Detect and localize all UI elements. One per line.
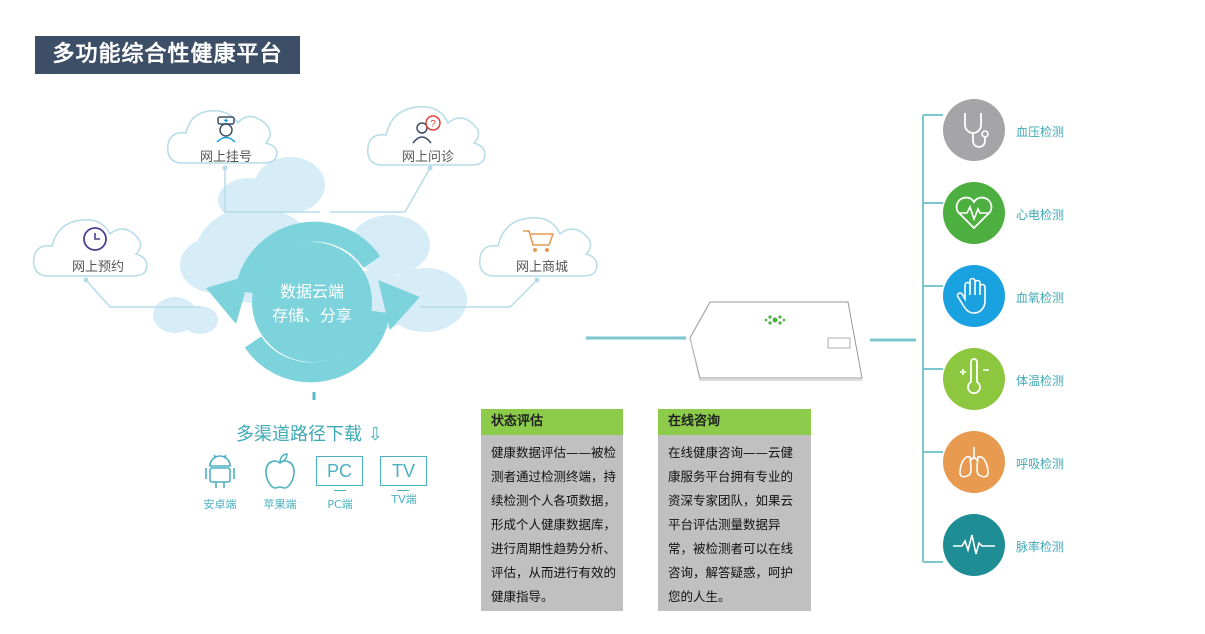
panel-assessment-body: 健康数据评估——被检测者通过检测终端，持续检测个人各项数据，形成个人健康数据库，… bbox=[481, 435, 623, 611]
panel-assessment: 状态评估 健康数据评估——被检测者通过检测终端，持续检测个人各项数据，形成个人健… bbox=[481, 409, 623, 611]
cloud-diagram bbox=[33, 106, 598, 400]
device-diagram bbox=[586, 301, 916, 381]
cloud-label-shangcheng[interactable]: 网上商城 bbox=[515, 260, 568, 275]
android-icon[interactable] bbox=[203, 450, 237, 490]
pulse-icon bbox=[943, 514, 1005, 576]
panel-assessment-title: 状态评估 bbox=[481, 409, 623, 435]
hand-icon bbox=[943, 265, 1005, 327]
download-title-text: 多渠道路径下载 bbox=[236, 424, 362, 445]
consult-question-icon: ? bbox=[412, 115, 441, 144]
center-label: 数据云端 存储、分享 bbox=[252, 280, 372, 328]
tv-icon[interactable]: TV bbox=[380, 456, 427, 486]
panel-consult: 在线咨询 在线健康咨询——云健康服务平台拥有专业的资深专家团队，如果云平台评估测… bbox=[658, 409, 811, 611]
stethoscope-icon bbox=[943, 99, 1005, 161]
svg-text:?: ? bbox=[430, 119, 436, 130]
center-line-2: 存储、分享 bbox=[271, 306, 352, 325]
panel-consult-title: 在线咨询 bbox=[658, 409, 811, 435]
platform-label-tv[interactable]: TV端 bbox=[391, 493, 417, 506]
detection-label-spo2: 血氧检测 bbox=[1016, 291, 1065, 305]
detection-label-breath: 呼吸检测 bbox=[1016, 457, 1065, 471]
tv-stand-icon bbox=[397, 486, 409, 491]
platform-label-android[interactable]: 安卓端 bbox=[203, 498, 237, 511]
cloud-label-guahao[interactable]: 网上挂号 bbox=[199, 150, 252, 165]
panel-consult-body: 在线健康咨询——云健康服务平台拥有专业的资深专家团队，如果云平台评估测量数据异常… bbox=[658, 435, 811, 611]
download-arrow-icon: ⇩ bbox=[367, 424, 383, 445]
detection-temp[interactable] bbox=[943, 348, 1005, 410]
lungs-icon bbox=[943, 431, 1005, 493]
center-line-1: 数据云端 bbox=[279, 282, 344, 301]
detection-pulse[interactable] bbox=[943, 514, 1005, 576]
cloud-label-yuyue[interactable]: 网上预约 bbox=[71, 260, 124, 275]
pc-stand-icon bbox=[334, 486, 346, 491]
platform-label-pc[interactable]: PC端 bbox=[327, 498, 353, 511]
page-title: 多功能综合性健康平台 bbox=[35, 36, 300, 74]
clock-icon bbox=[83, 227, 107, 251]
thermometer-icon bbox=[943, 348, 1005, 410]
nurse-icon bbox=[216, 116, 236, 143]
platform-label-apple[interactable]: 苹果端 bbox=[263, 498, 297, 511]
pc-icon[interactable]: PC bbox=[316, 456, 363, 486]
detection-breath[interactable] bbox=[943, 431, 1005, 493]
detection-ecg[interactable] bbox=[943, 182, 1005, 244]
detection-spo2[interactable] bbox=[943, 265, 1005, 327]
download-title: 多渠道路径下载 ⇩ bbox=[236, 420, 383, 446]
apple-icon[interactable] bbox=[263, 452, 297, 490]
heart-ecg-icon bbox=[943, 182, 1005, 244]
detection-bracket bbox=[922, 114, 943, 563]
shopping-cart-icon bbox=[523, 230, 555, 252]
detection-label-bp: 血压检测 bbox=[1016, 125, 1065, 139]
detection-label-temp: 体温检测 bbox=[1016, 374, 1065, 388]
cloud-label-wenzhen[interactable]: 网上问诊 bbox=[401, 150, 454, 165]
detection-label-ecg: 心电检测 bbox=[1016, 208, 1065, 222]
detection-bp[interactable] bbox=[943, 99, 1005, 161]
detection-label-pulse: 脉率检测 bbox=[1016, 540, 1065, 554]
